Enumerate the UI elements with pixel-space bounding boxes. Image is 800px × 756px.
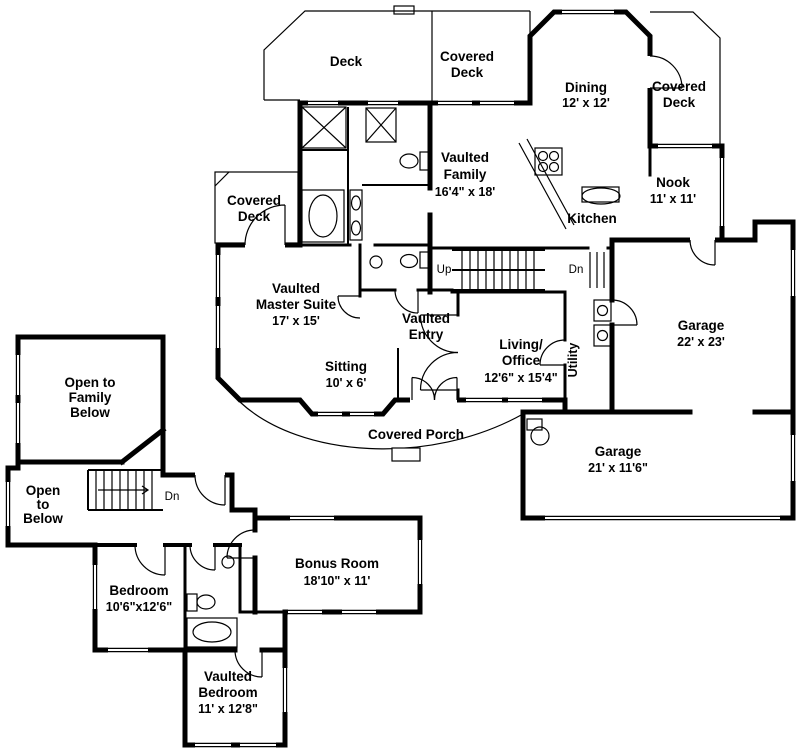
range-fixture [534,147,563,176]
porch-label: Covered Porch [368,427,464,442]
entry-label-1: Vaulted [402,311,450,326]
master-dims: 17' x 15' [272,314,320,328]
deck-label: Deck [330,54,363,69]
stair-arrow [98,485,150,495]
dining-dims: 12' x 12' [562,96,610,110]
powder-sink-fixture [369,255,383,269]
main-floor: Deck Covered Deck Dining 12' x 12' Cover… [214,5,797,522]
living-dims: 12'6" x 15'4" [484,371,557,385]
upper-labels: Open to Family Below Open to Below Dn Be… [23,375,379,716]
upper-doors [134,472,263,678]
dining-label: Dining [565,80,607,95]
upper-floor: Open to Family Below Open to Below Dn Be… [4,334,424,749]
garage-door [545,514,780,522]
bedroom-label: Bedroom [109,583,168,598]
porch-outline [239,401,524,450]
deck-outlines [214,5,721,462]
upper-toilet-fixture [186,593,216,612]
closet-fixture [301,106,347,149]
vaulted-bedroom-label-1: Vaulted [204,669,252,684]
covered-deck-right-label-2: Deck [663,95,696,110]
covered-deck-right-label-1: Covered [652,79,706,94]
shower-fixture [365,107,397,143]
family-label-2: Family [444,167,487,182]
porch-step [391,447,421,462]
bonus-dims: 18'10" x 11' [304,574,371,588]
garage-lower-label: Garage [595,444,642,459]
upper-bathtub-fixture [186,617,238,648]
toilet-fixture [399,151,430,171]
main-interior-walls [298,100,796,415]
vanity-fixture [349,189,363,241]
bathtub-fixture [301,189,345,243]
covered-deck-top-label-1: Covered [440,49,494,64]
open-family-label-1: Open to [65,375,116,390]
main-doors [244,55,756,415]
upper-interior-walls [15,426,288,653]
covered-deck-left-label-1: Covered [227,193,281,208]
nook-label: Nook [656,175,690,190]
covered-deck-right-outline [650,11,721,144]
nook-dims: 11' x 11' [650,192,696,206]
main-stairs [452,249,605,291]
dn-upper-label: Dn [165,491,180,503]
basement-stairs [589,252,605,288]
upper-windows [4,355,424,749]
garage-main-dims: 22' x 23' [677,335,725,349]
water-heater-fixture [526,418,550,446]
garage-main-label: Garage [678,318,725,333]
upper-sink-fixture [221,555,235,569]
main-windows [214,8,797,522]
open-below-label-2: to [37,497,50,512]
covered-deck-left-label-2: Deck [238,209,271,224]
master-label-2: Master Suite [256,297,337,312]
up-label: Up [437,264,452,276]
upper-stairs [87,469,163,511]
upper-fixtures [186,555,238,648]
living-label-2: Office [502,353,541,368]
main-exterior-walls [215,9,796,521]
garage-lower-dims: 21' x 11'6" [588,461,648,475]
washer-dryer-fixture [593,299,612,347]
vaulted-bedroom-dims: 11' x 12'8" [198,702,258,716]
nook-table [581,187,621,205]
bonus-label: Bonus Room [295,556,379,571]
sitting-dims: 10' x 6' [326,376,367,390]
main-fixtures [301,106,621,446]
powder-toilet-fixture [399,251,430,269]
covered-deck-top-label-2: Deck [451,65,484,80]
open-below-label-3: Below [23,511,63,526]
living-label-1: Living/ [499,337,543,352]
entry-label-2: Entry [409,327,444,342]
family-label-1: Vaulted [441,150,489,165]
sitting-label: Sitting [325,359,367,374]
utility-label: Utility [566,343,580,378]
family-dims: 16'4" x 18' [435,185,496,199]
master-label-1: Vaulted [272,281,320,296]
main-labels: Deck Covered Deck Dining 12' x 12' Cover… [227,49,725,475]
open-family-label-2: Family [69,390,112,405]
vaulted-bedroom-label-2: Bedroom [198,685,257,700]
dn-main-label: Dn [569,264,584,276]
kitchen-label: Kitchen [567,211,617,226]
open-family-label-3: Below [70,405,110,420]
open-below-label-1: Open [26,483,61,498]
bedroom-dims: 10'6"x12'6" [106,600,173,614]
